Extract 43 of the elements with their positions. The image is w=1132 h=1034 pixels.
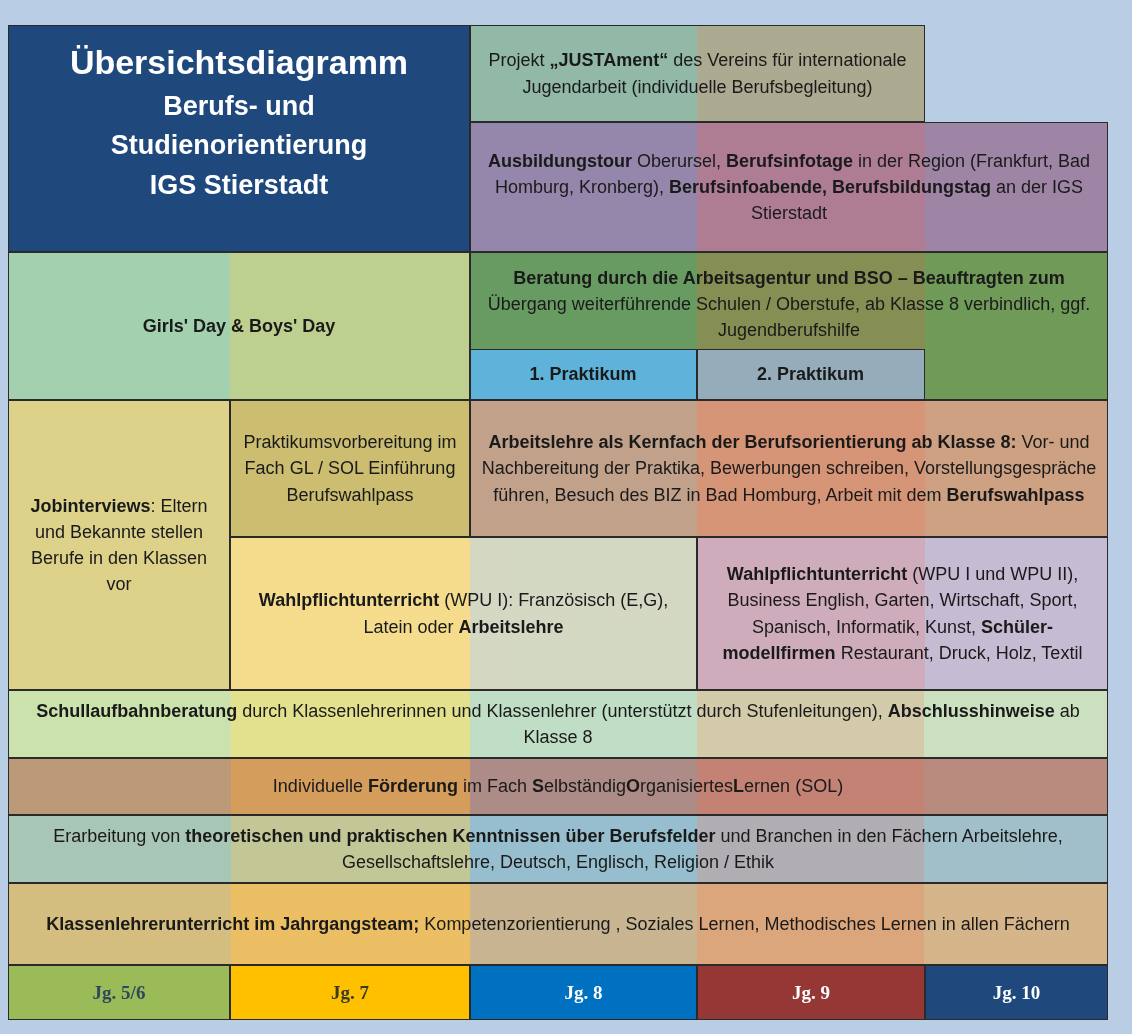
panel-subheading: Berufs- und Studienorientierung IGS Stierstadt — [109, 90, 369, 202]
block-text: 1. Praktikum — [529, 362, 637, 386]
program-block — [470, 400, 1108, 537]
program-block — [8, 400, 230, 690]
grade-header — [230, 965, 470, 1020]
block-text: Ausbildungstour Oberursel, Berufsinfotage in der Region (Frankfurt, Bad Homburg, Kronberg), Berufsinfoabende, Berufsbildungstag an der IGS Stierstadt — [486, 149, 1092, 226]
block-text: Jg. 10 — [992, 980, 1041, 1005]
block-text: Wahlpflichtunterricht (WPU I und WPU II), Business English, Garten, Wirtschaft, Sport, Spanisch, Informatik, Kunst, Schüler-modellfirmen Restaurant, Druck, Holz, Textil — [721, 563, 1084, 665]
panel-heading: Übersichtsdiagramm — [69, 42, 409, 83]
program-block — [8, 883, 1108, 965]
grade-header — [8, 965, 230, 1020]
block-text: Jg. 9 — [792, 980, 830, 1005]
block-text: Jobinterviews: Eltern und Bekannte stellen Berufe in den Klassen vor — [29, 494, 209, 597]
program-block — [470, 25, 925, 122]
block-text: Individuelle Förderung im Fach SelbständigOrganisiertesLernen (SOL) — [272, 775, 844, 799]
title-panel — [8, 25, 470, 252]
program-block — [8, 758, 1108, 815]
program-block — [470, 122, 1108, 252]
program-block — [230, 537, 697, 690]
grade-header — [470, 965, 697, 1020]
program-block — [8, 252, 470, 400]
internship-tab — [469, 348, 697, 400]
block-text: Praktikumsvorbereitung im Fach GL / SOL Einführung Berufswahlpass — [242, 431, 458, 507]
block-text: Wahlpflichtunterricht (WPU I): Französisch (E,G), Latein oder Arbeitslehre — [257, 589, 670, 639]
block-text: Jg. 5/6 — [92, 980, 146, 1005]
block-text: 2. Praktikum — [756, 362, 865, 386]
grade-header — [697, 965, 925, 1020]
program-block — [8, 690, 1108, 758]
grade-header — [925, 965, 1108, 1020]
program-block — [8, 815, 1108, 883]
block-text: Projekt „JUSTAment“ des Vereins für internationale Jugendarbeit (individuelle Berufsbegleitung) — [487, 49, 908, 99]
block-text: Jg. 7 — [331, 980, 369, 1005]
program-block — [470, 252, 1108, 400]
program-block — [230, 400, 470, 537]
internship-tab — [696, 348, 925, 400]
program-block — [697, 537, 1108, 690]
block-text: Arbeitslehre als Kernfach der Berufsorientierung ab Klasse 8: Vor- und Nachbereitung der Praktika, Bewerbungen schreiben, Vorstellungsgespräche führen, Besuch des BIZ in Bad Homburg, Arbeit mit dem Berufswahlpass — [480, 431, 1098, 507]
block-text: Klassenlehrerunterricht im Jahrgangsteam; Kompetenzorientierung , Soziales Lernen, Methodisches Lernen in allen Fächern — [46, 912, 1070, 936]
block-text: Beratung durch die Arbeitsagentur und BSO – Beauftragten zum Übergang weiterführende Schulen / Oberstufe, ab Klasse 8 verbindlich, ggf. Jugendberufshilfe — [486, 267, 1092, 343]
block-text: Schullaufbahnberatung durch Klassenlehrerinnen und Klassenlehrer (unterstützt durch Stufenleitungen), Abschlusshinweise ab Klasse 8 — [35, 699, 1081, 749]
block-text: Girls' Day & Boys' Day — [142, 314, 336, 338]
block-text: Erarbeitung von theoretischen und praktischen Kenntnissen über Berufsfelder und Branchen in den Fächern Arbeitslehre, Gesellschaftslehre, Deutsch, Englisch, Religion / Ethik — [52, 824, 1064, 874]
block-text: Jg. 8 — [564, 980, 603, 1005]
